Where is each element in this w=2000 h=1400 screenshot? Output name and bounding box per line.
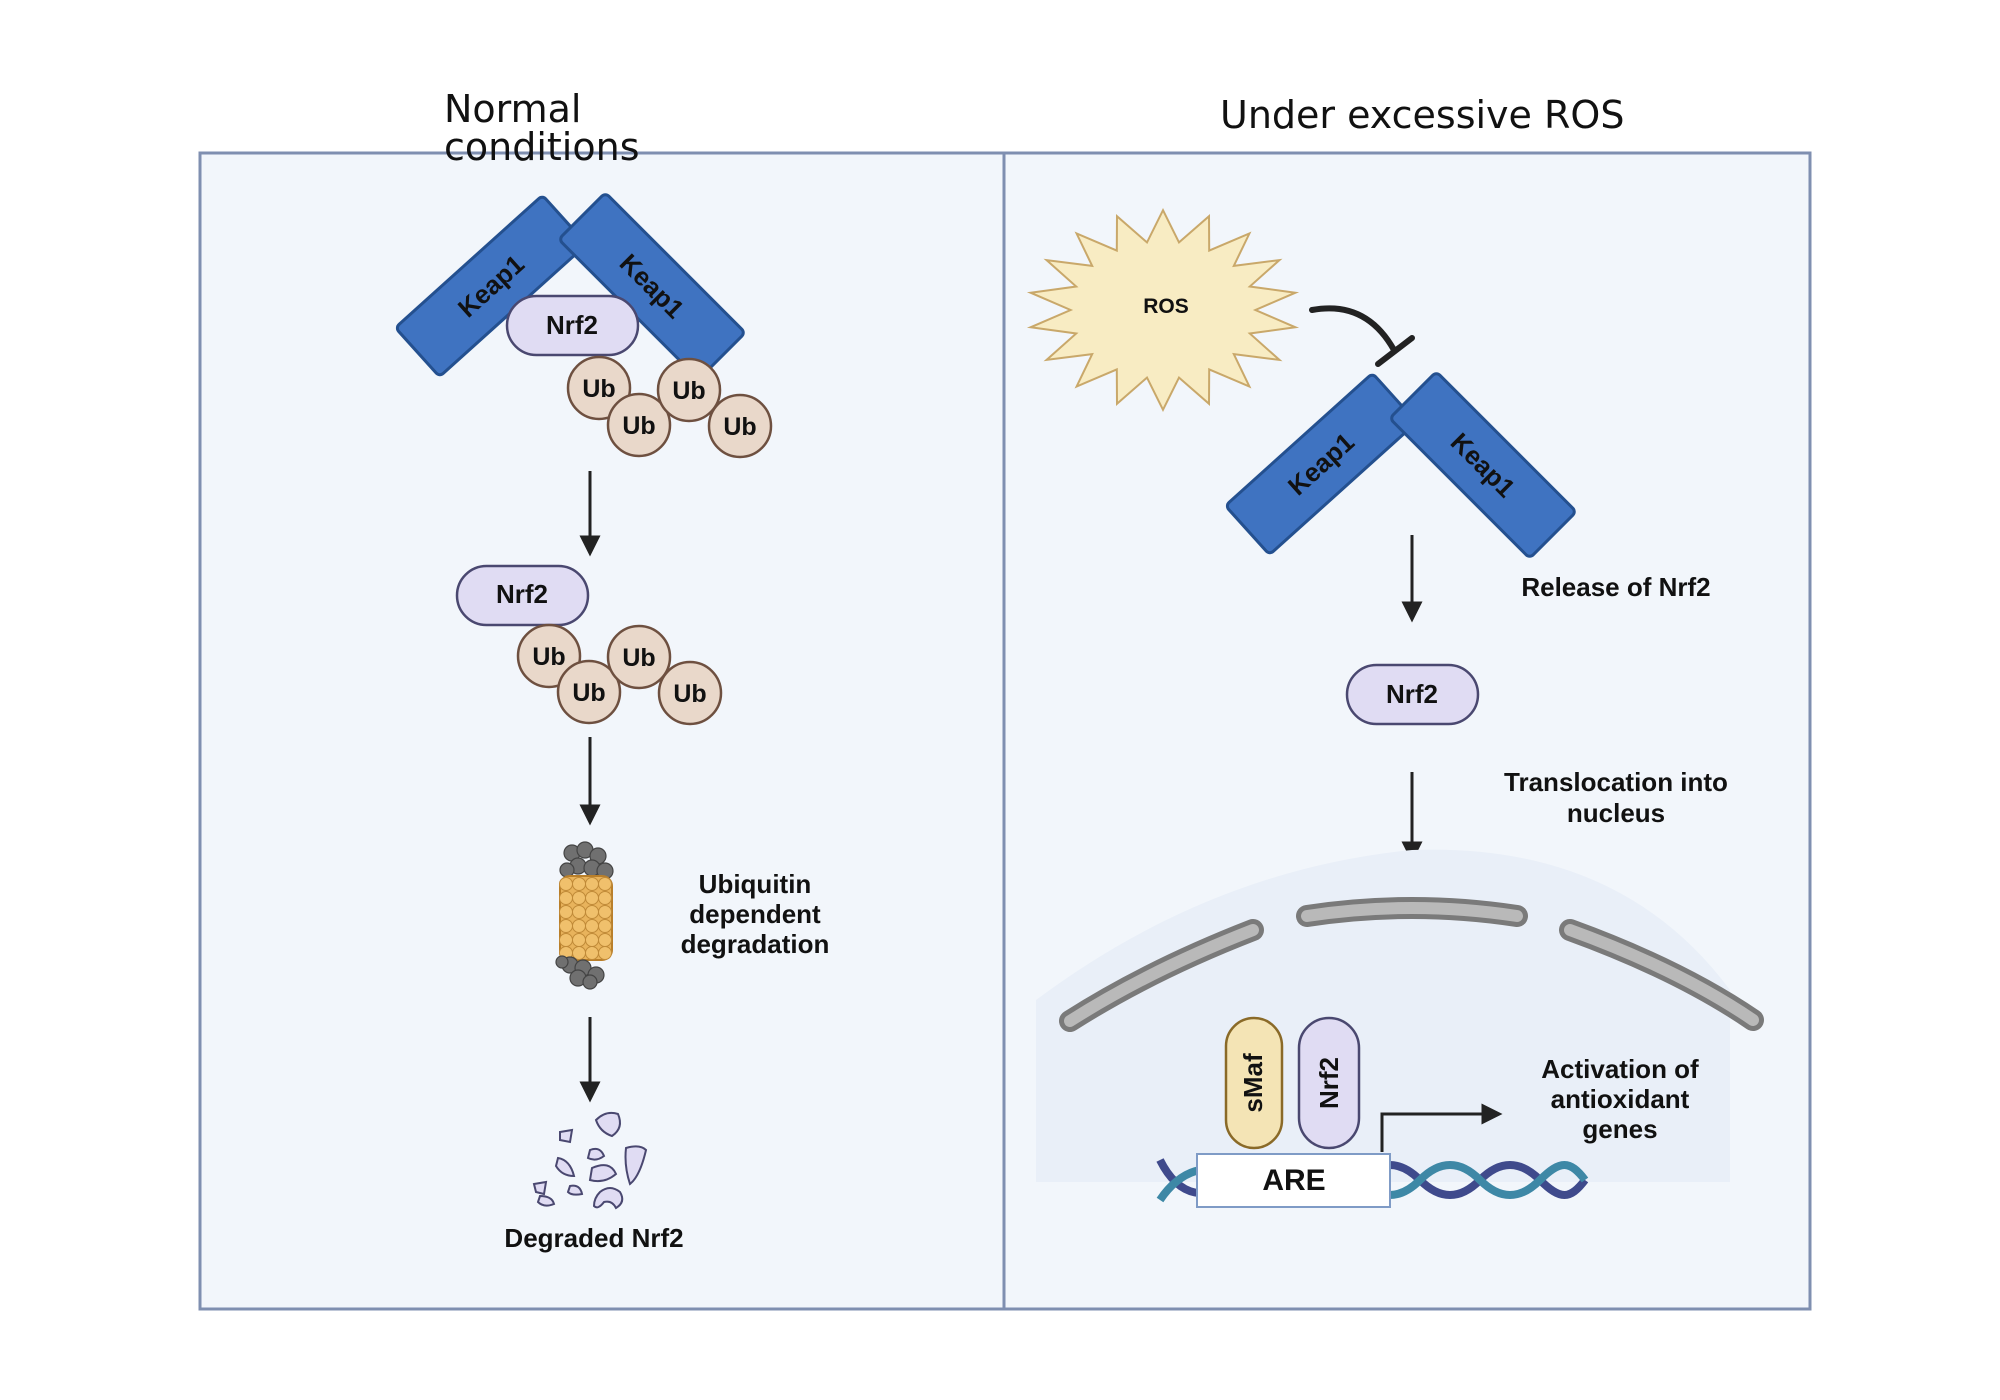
ub-label: Ub — [672, 377, 705, 405]
ub-molecule: Ub — [707, 393, 773, 459]
inhibition-bar — [1375, 335, 1415, 367]
keap1-right-arm-released: Keap1 — [1390, 372, 1576, 558]
ub-cluster-top: Ub Ub Ub Ub — [566, 355, 773, 459]
ros-starburst-icon: ROS — [1026, 207, 1300, 413]
inhibition-arrow — [1309, 305, 1397, 353]
ub-molecule: Ub — [606, 392, 672, 458]
release-label: Release of Nrf2 — [1521, 572, 1710, 602]
ub-label: Ub — [622, 644, 655, 672]
degraded-nrf2-label: Degraded Nrf2 — [504, 1223, 683, 1253]
ubiquitin-label-line2: dependent — [689, 899, 821, 929]
smaf-protein: sMaf — [1224, 1016, 1284, 1150]
ub-cluster-middle: Ub Ub Ub Ub — [516, 623, 723, 726]
nrf2-label: Nrf2 — [1386, 679, 1438, 709]
activation-label-line3: genes — [1582, 1114, 1657, 1144]
smaf-label: sMaf — [1238, 1053, 1268, 1113]
ub-molecule: Ub — [656, 357, 722, 423]
ub-label: Ub — [622, 412, 655, 440]
ros-label: ROS — [1143, 295, 1189, 318]
proteasome-icon — [555, 841, 614, 990]
left-panel-title-line2: conditions — [444, 125, 640, 169]
ub-molecule: Ub — [657, 660, 723, 726]
nrf2-label: Nrf2 — [546, 310, 598, 340]
activation-label-line2: antioxidant — [1551, 1084, 1690, 1114]
nrf2-nuclear: Nrf2 — [1297, 1016, 1361, 1150]
nrf2-free: Nrf2 — [1345, 663, 1480, 726]
left-panel-title-line1: Normal — [444, 87, 582, 131]
are-element: ARE — [1196, 1153, 1391, 1208]
keap1-left-arm-released: Keap1 — [1225, 373, 1417, 555]
ub-molecule: Ub — [606, 624, 672, 690]
activation-label-line1: Activation of — [1541, 1054, 1699, 1084]
ub-label: Ub — [582, 375, 615, 403]
nucleus-region — [1036, 849, 1730, 1182]
nrf2-label: Nrf2 — [496, 579, 548, 609]
ub-label: Ub — [723, 413, 756, 441]
degraded-fragments-icon — [532, 1111, 648, 1210]
ubiquitin-label-line3: degradation — [681, 929, 830, 959]
nuclear-envelope — [1059, 897, 1764, 1032]
ubiquitin-label-line1: Ubiquitin — [699, 869, 812, 899]
nrf2-ubiquitinated: Nrf2 — [455, 564, 590, 627]
ub-molecule: Ub — [566, 355, 632, 421]
right-panel-title: Under excessive ROS — [1220, 93, 1624, 137]
are-label: ARE — [1262, 1164, 1325, 1197]
transcription-arrow — [1380, 1103, 1503, 1152]
ub-label: Ub — [673, 680, 706, 708]
ub-molecule: Ub — [556, 659, 622, 725]
translocation-label-line1: Translocation into — [1504, 767, 1728, 797]
translocation-label-line2: nucleus — [1567, 798, 1665, 828]
nrf2-label: Nrf2 — [1314, 1057, 1344, 1109]
ub-label: Ub — [572, 679, 605, 707]
nrf2-bound: Nrf2 — [505, 294, 640, 357]
ub-label: Ub — [532, 643, 565, 671]
